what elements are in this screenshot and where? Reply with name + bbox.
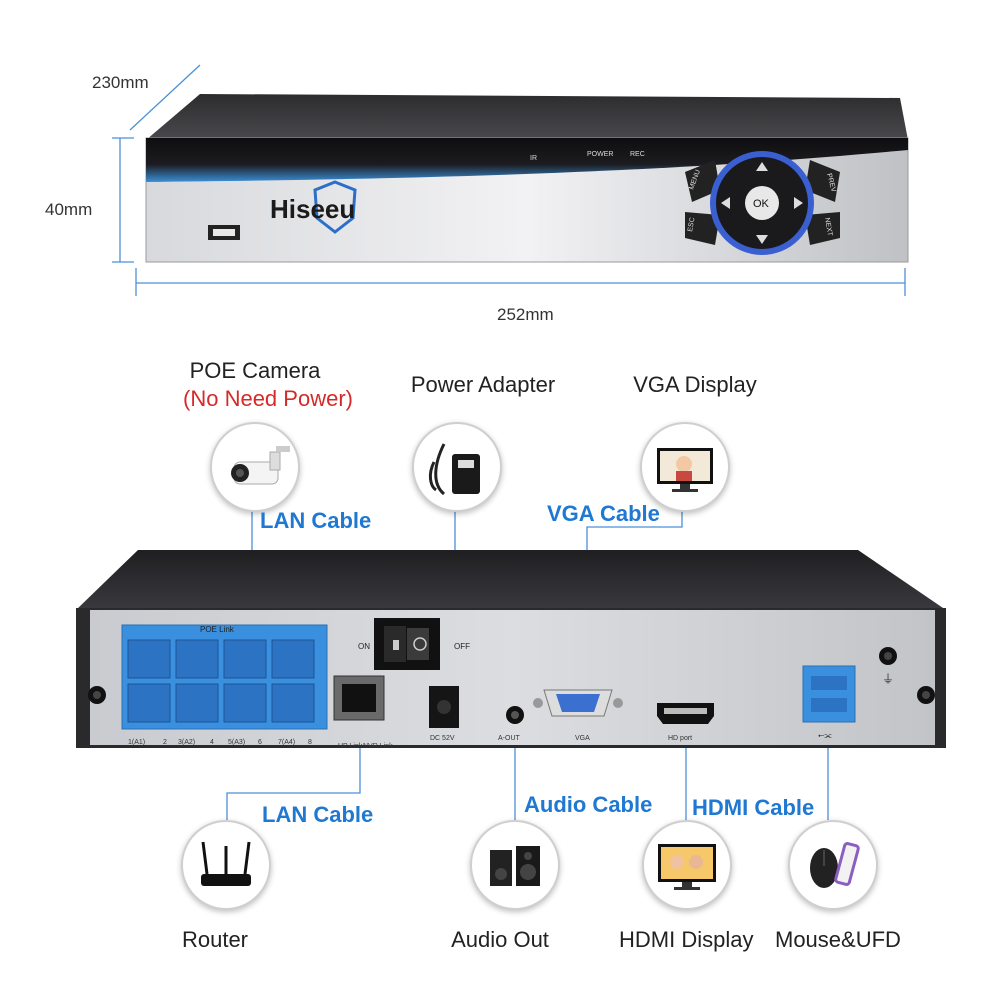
lan-cable-top-label: LAN Cable — [260, 508, 372, 533]
nvr-rear-panel: POE Link 1(A1) 2 3(A2) 4 5(A3) 6 7(A4) 8 UP L… — [76, 550, 946, 750]
control-pad: MENU ESC PREV NEXT OK — [685, 151, 840, 255]
speaker-image — [470, 820, 560, 910]
aout-label: A-OUT — [498, 735, 521, 742]
svg-text:2: 2 — [163, 739, 167, 746]
hdmi-display-label: HDMI Display — [619, 927, 754, 952]
poe-link-label: POE Link — [200, 625, 235, 634]
depth-dimension: 230mm — [92, 73, 149, 92]
router-label: Router — [181, 927, 249, 952]
svg-text:3(A2): 3(A2) — [178, 739, 195, 746]
poe-camera-image — [210, 422, 300, 512]
mouse-ufd-label: Mouse&UFD — [775, 927, 901, 952]
hdmi-cable-label: HDMI Cable — [692, 795, 815, 820]
mouse-ufd-image — [788, 820, 878, 910]
dimension-lines — [112, 64, 906, 296]
brand-shield-icon — [313, 180, 357, 234]
vga-display-label: VGA Display — [633, 372, 757, 397]
svg-text:OK: OK — [753, 198, 770, 210]
usb-icon: ⭠⫘ — [818, 731, 832, 740]
hdmi-display-image — [642, 820, 732, 910]
rec-indicator: REC — [630, 151, 645, 158]
brand-logo: Hiseeu — [270, 194, 355, 224]
svg-text:ESC: ESC — [687, 217, 696, 232]
svg-text:8: 8 — [308, 739, 312, 746]
vga-port[interactable] — [556, 694, 600, 712]
audio-cable-label: Audio Cable — [524, 792, 653, 817]
vga-cable-label: VGA Cable — [547, 501, 660, 526]
nvr-front-panel: IR POWER REC Hiseeu MENU ESC PREV NEXT O… — [145, 94, 909, 263]
hdmi-label: HD port — [668, 735, 692, 742]
ir-indicator: IR — [530, 155, 537, 162]
vga-label: VGA — [575, 735, 590, 742]
ground-icon: ⏚ — [882, 672, 894, 686]
switch-on-label: ON — [358, 642, 370, 651]
svg-text:4: 4 — [210, 739, 214, 746]
switch-off-label: OFF — [454, 642, 470, 651]
rear-usb-ports[interactable] — [802, 665, 856, 723]
power-adapter-image — [412, 422, 502, 512]
lan-cable-bottom-label: LAN Cable — [262, 802, 374, 827]
power-adapter-label: Power Adapter — [410, 372, 556, 397]
dc-label: DC 52V — [430, 735, 455, 742]
height-dimension: 40mm — [45, 200, 93, 219]
svg-text:UP Link: UP Link — [338, 743, 363, 750]
svg-text:6: 6 — [258, 739, 262, 746]
svg-text:PREV: PREV — [825, 173, 837, 194]
svg-text:NVR Link: NVR Link — [363, 743, 393, 750]
width-dimension: 252mm — [497, 305, 554, 324]
audio-out-label: Audio Out — [451, 927, 549, 952]
svg-text:NEXT: NEXT — [823, 217, 833, 237]
svg-text:1(A1): 1(A1) — [128, 739, 145, 746]
vga-display-image — [640, 422, 730, 512]
poe-camera-note: (No Need Power) — [183, 386, 353, 411]
power-indicator: POWER — [587, 151, 613, 158]
poe-camera-label: POE Camera — [189, 358, 321, 383]
svg-text:5(A3): 5(A3) — [228, 739, 245, 746]
svg-text:7(A4): 7(A4) — [278, 739, 295, 746]
router-image — [181, 820, 271, 910]
